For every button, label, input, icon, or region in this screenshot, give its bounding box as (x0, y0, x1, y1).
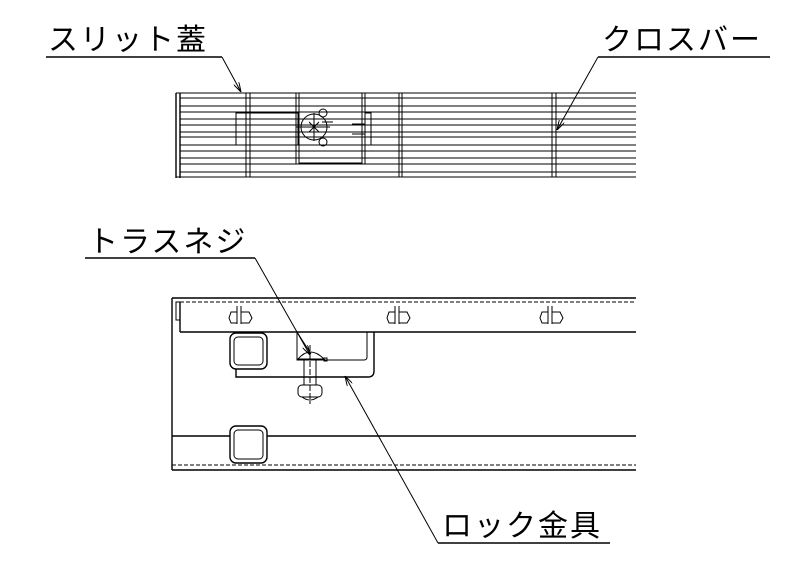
cross-bar-tabs (228, 306, 564, 324)
label-text: トラスネジ (88, 225, 247, 260)
label-lock-fitting: ロック金具 (345, 376, 610, 544)
truss-screw (296, 345, 328, 404)
slit-lid-top-view (175, 92, 636, 178)
label-truss-screw: トラスネジ (85, 225, 310, 355)
label-cross-bar: クロスバー (557, 23, 770, 130)
label-text: ロック金具 (442, 509, 602, 544)
label-slit-lid: スリット蓋 (46, 23, 241, 92)
label-text: クロスバー (602, 23, 762, 58)
label-text: スリット蓋 (48, 23, 208, 58)
section-view (171, 297, 636, 471)
